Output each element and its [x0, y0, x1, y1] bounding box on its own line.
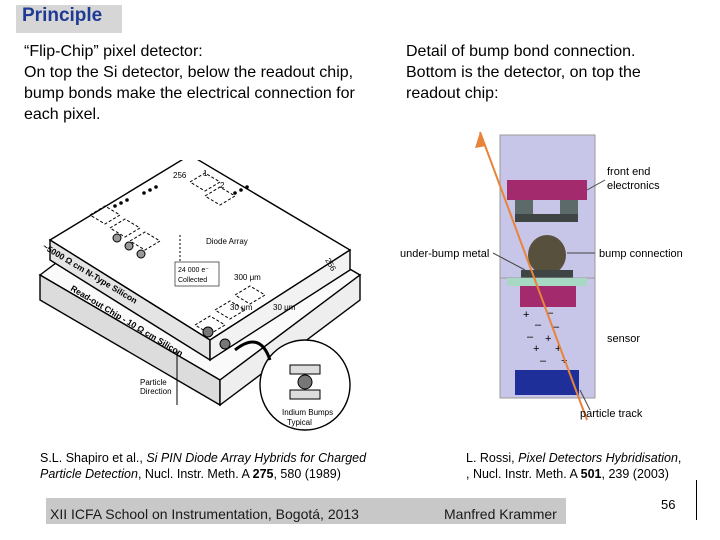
- ubm-pointer: [492, 252, 526, 271]
- dim-300um: 300 μm: [234, 273, 261, 282]
- svg-text:–: –: [553, 321, 560, 333]
- left-description: “Flip-Chip” pixel detector: On top the S…: [24, 41, 355, 125]
- inset-top-plate: [289, 364, 321, 375]
- diode-array-label: Diode Array: [206, 237, 248, 246]
- svg-text:–: –: [547, 307, 554, 319]
- inset-bump: [297, 374, 313, 390]
- page-number: 56: [661, 497, 676, 512]
- right-line-2: Bottom is the detector, on top the: [406, 64, 641, 81]
- svg-text:–: –: [527, 331, 534, 343]
- bump-3: [112, 233, 122, 243]
- particle-track-arrowhead: [475, 132, 486, 148]
- label-256-top: 256: [173, 171, 187, 180]
- bump-4: [124, 241, 134, 251]
- bump-5: [136, 249, 146, 259]
- dim-30um-a: 30 μm: [230, 303, 253, 312]
- solder-bump: [528, 235, 566, 275]
- continuation-dots: [113, 185, 249, 208]
- readout-chip-right-face: [219, 273, 361, 407]
- footer-event: XII ICFA School on Instrumentation, Bogo…: [50, 506, 359, 522]
- svg-text:+: +: [545, 333, 551, 345]
- citation-left: S.L. Shapiro et al., Si PIN Diode Array …: [40, 451, 367, 481]
- sensor-label: sensor: [607, 333, 640, 345]
- left-line-4: each pixel.: [24, 106, 101, 123]
- bump-label: bump connection: [599, 248, 683, 260]
- pixel-grid: [89, 172, 266, 335]
- citation-right: L. Rossi, Pixel Detectors Hybridisation,…: [466, 451, 682, 481]
- charge-label-1: 24 000 e⁻: [178, 267, 209, 274]
- footer-bar: [46, 498, 566, 524]
- left-line-2: On top the Si detector, below the readou…: [24, 64, 354, 81]
- left-line-1: “Flip-Chip” pixel detector:: [24, 43, 203, 60]
- under-bump-metal: [521, 270, 573, 278]
- track-pointer: [579, 389, 591, 411]
- svg-text:+: +: [523, 309, 529, 321]
- footer-author: Manfred Krammer: [444, 506, 557, 522]
- passivation: [507, 278, 587, 286]
- charge-box: [174, 261, 220, 287]
- bump-1: [202, 326, 214, 338]
- indium-label-1: Indium Bumps: [282, 408, 333, 417]
- page-divider: [696, 480, 697, 520]
- left-line-3: bump bonds make the electrical connectio…: [24, 85, 355, 102]
- sensor-implant: [520, 285, 576, 307]
- front-end-electronics: [507, 180, 587, 200]
- front-end-label-2: electronics: [607, 180, 660, 192]
- ubm-label: under-bump metal: [400, 248, 489, 260]
- chip-pad-right: [560, 200, 578, 214]
- svg-text:+: +: [533, 343, 539, 355]
- label-2: 2: [220, 181, 225, 190]
- bump-bond-cross-section: +– –– –+ ++ –+ front end electronics und…: [400, 131, 683, 421]
- front-end-label-1: front end: [607, 166, 650, 178]
- right-description: Detail of bump bond connection. Bottom i…: [406, 41, 641, 104]
- right-line-1: Detail of bump bond connection.: [406, 43, 636, 60]
- chip-pad-left: [515, 200, 533, 214]
- inset-bottom-plate: [289, 389, 321, 400]
- track-label: particle track: [580, 408, 643, 420]
- charge-label-2: Collected: [178, 277, 207, 284]
- right-line-3: readout chip:: [406, 85, 499, 102]
- particle-label-1: Particle: [140, 378, 167, 387]
- svg-text:–: –: [540, 355, 547, 367]
- title-bar: [16, 5, 122, 33]
- chip-metal: [515, 214, 578, 222]
- svg-text:+: +: [555, 343, 561, 355]
- particle-label-2: Direction: [140, 387, 172, 396]
- backside-contact: [515, 370, 579, 395]
- bump-2: [219, 338, 231, 350]
- svg-text:–: –: [535, 319, 542, 331]
- label-1: 1: [203, 169, 208, 178]
- flip-chip-detector-figure: 256 1 2 256 Diode Array 24 000 e⁻ Collec…: [38, 160, 362, 431]
- silicon-detector-right-face: [209, 248, 351, 362]
- front-end-pointer: [586, 179, 606, 191]
- indium-label-2: Typical: [287, 418, 312, 427]
- particle-track-line: [479, 131, 588, 421]
- slide-title: Principle: [22, 5, 103, 26]
- dim-30um-b: 30 μm: [273, 303, 296, 312]
- inset-arrow: [234, 340, 272, 361]
